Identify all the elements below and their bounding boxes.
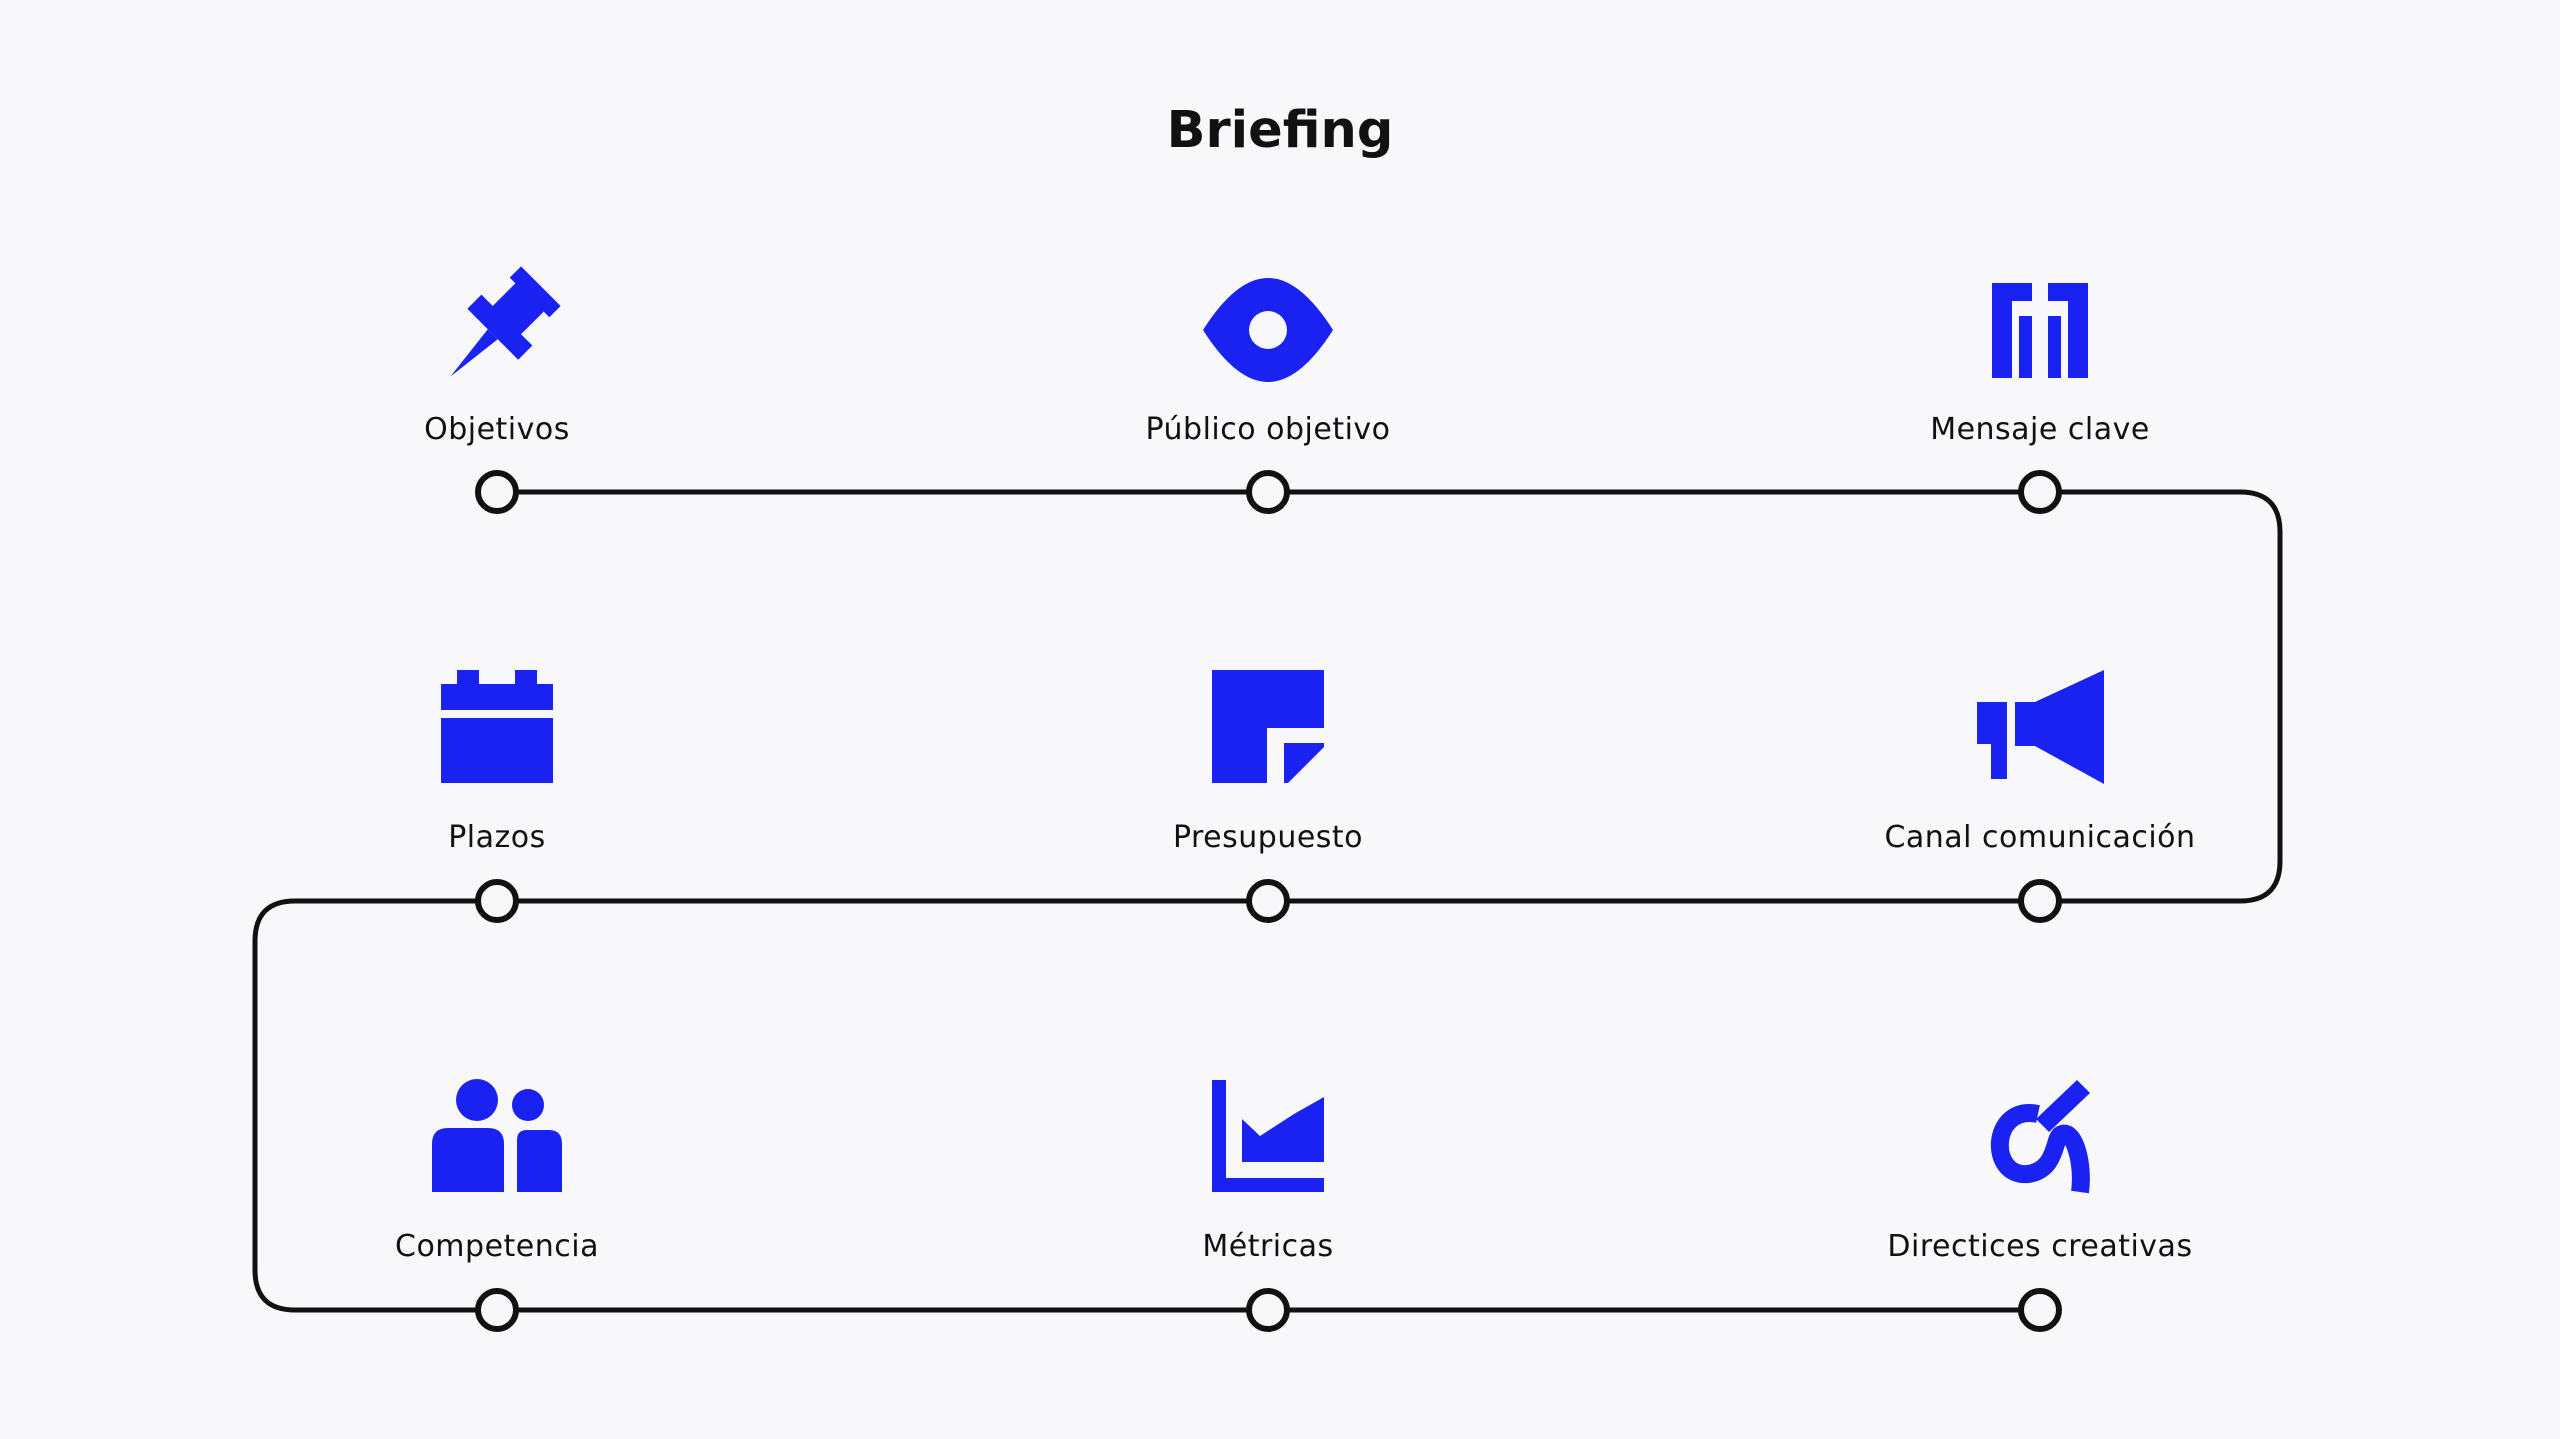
calendar-icon xyxy=(441,670,553,783)
step-label: Objetivos xyxy=(424,412,570,447)
step-label: Público objetivo xyxy=(1145,412,1390,447)
megaphone-icon xyxy=(1977,670,2104,784)
timeline-node[interactable] xyxy=(475,879,519,923)
timeline-node[interactable] xyxy=(2018,879,2062,923)
step-metricas[interactable]: Métricas xyxy=(1202,1080,1333,1332)
step-directices-creativas[interactable]: Directices creativas xyxy=(1887,1080,2192,1332)
people-icon xyxy=(432,1079,562,1192)
step-plazos[interactable]: Plazos xyxy=(441,670,553,923)
quote-icon xyxy=(1992,283,2088,378)
timeline-node[interactable] xyxy=(2018,1288,2062,1332)
step-label: Presupuesto xyxy=(1173,820,1363,855)
brush-icon xyxy=(1990,1080,2090,1194)
note-icon xyxy=(1212,670,1324,783)
eye-icon xyxy=(1203,278,1333,382)
step-objetivos[interactable]: Objetivos xyxy=(424,261,570,514)
step-label: Mensaje clave xyxy=(1930,412,2150,447)
step-label: Canal comunicación xyxy=(1884,820,2195,855)
area-chart-icon xyxy=(1212,1080,1324,1192)
timeline-node[interactable] xyxy=(1246,470,1290,514)
step-presupuesto[interactable]: Presupuesto xyxy=(1173,670,1363,923)
timeline-node[interactable] xyxy=(1246,1288,1290,1332)
step-mensaje-clave[interactable]: Mensaje clave xyxy=(1930,283,2150,514)
step-publico-objetivo[interactable]: Público objetivo xyxy=(1145,278,1390,514)
step-label: Directices creativas xyxy=(1887,1229,2192,1264)
step-label: Competencia xyxy=(395,1229,599,1264)
timeline-node[interactable] xyxy=(475,470,519,514)
step-canal-comunicacion[interactable]: Canal comunicación xyxy=(1884,670,2195,923)
step-label: Métricas xyxy=(1202,1229,1333,1264)
pushpin-icon xyxy=(450,266,561,377)
timeline-node[interactable] xyxy=(475,1288,519,1332)
step-label: Plazos xyxy=(448,820,546,855)
timeline-node[interactable] xyxy=(1246,879,1290,923)
timeline-node[interactable] xyxy=(2018,470,2062,514)
step-competencia[interactable]: Competencia xyxy=(395,1079,599,1332)
page-title: Briefing xyxy=(1167,101,1394,160)
